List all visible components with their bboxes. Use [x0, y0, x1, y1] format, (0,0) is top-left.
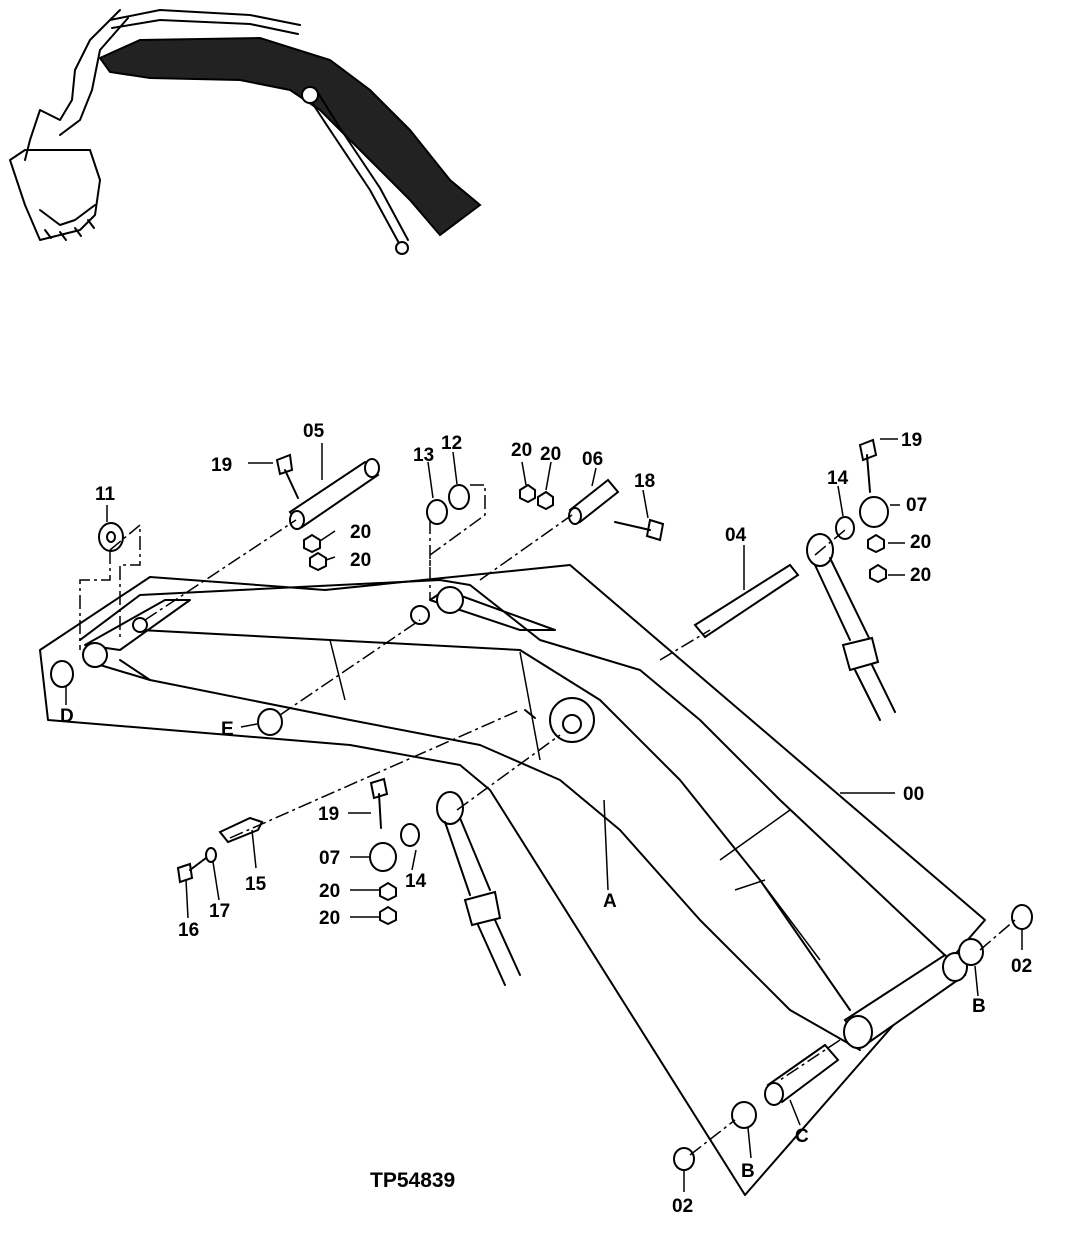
bushing-Bb	[731, 1101, 757, 1129]
label-20: 20	[350, 550, 371, 571]
boom-cylinder-left	[436, 791, 521, 986]
label-D: D	[60, 706, 74, 727]
label-07: 07	[906, 495, 927, 516]
washer-02b	[673, 1147, 695, 1171]
bolt-18	[645, 518, 665, 542]
excavator-overview-inset	[9, 9, 482, 255]
label-20: 20	[910, 532, 931, 553]
washer-17	[205, 847, 217, 863]
label-11: 11	[95, 484, 116, 505]
label-02: 02	[1011, 956, 1032, 977]
washer-14b	[400, 823, 420, 847]
label-B: B	[972, 996, 986, 1017]
bolt-19c	[369, 777, 389, 800]
nut-20c	[519, 483, 536, 504]
label-E: E	[221, 719, 234, 740]
label-00: 00	[903, 784, 924, 805]
label-17: 17	[209, 901, 230, 922]
bolt-19b	[858, 438, 878, 462]
nut-20h	[379, 905, 397, 926]
label-04: 04	[725, 525, 747, 546]
bushing-E	[257, 708, 283, 736]
bushing-Ba	[958, 938, 984, 966]
label-20: 20	[319, 908, 340, 929]
spacer-07b	[369, 842, 397, 872]
label-19: 19	[318, 804, 339, 825]
nut-20b	[309, 551, 327, 572]
bushing-D	[50, 660, 74, 688]
nut-20d	[537, 490, 554, 511]
spacer-07a	[859, 496, 889, 528]
washer-13	[426, 499, 448, 525]
boom-assembly	[39, 564, 986, 1196]
nut-20e	[867, 533, 885, 554]
label-14: 14	[827, 468, 849, 489]
label-20: 20	[511, 440, 532, 461]
label-07: 07	[319, 848, 340, 869]
label-19: 19	[211, 455, 232, 476]
boom-cylinder-right	[806, 533, 896, 721]
label-13: 13	[413, 445, 434, 466]
hardware-parts	[50, 438, 1033, 1171]
nut-20f	[869, 563, 887, 584]
boom-outline	[39, 564, 986, 1196]
label-20: 20	[540, 444, 561, 465]
washer-12	[448, 484, 470, 510]
label-18: 18	[634, 471, 655, 492]
label-05: 05	[303, 421, 325, 442]
screw-16	[176, 862, 194, 884]
label-20: 20	[319, 881, 340, 902]
label-16: 16	[178, 920, 199, 941]
leader-lines	[65, 438, 1023, 1192]
label-15: 15	[245, 874, 267, 895]
label-19: 19	[901, 430, 922, 451]
pin-04	[693, 563, 800, 639]
bolt-19a	[275, 453, 294, 476]
label-20: 20	[350, 522, 371, 543]
nut-20a	[303, 533, 321, 554]
label-20: 20	[910, 565, 931, 586]
label-A: A	[603, 891, 617, 912]
label-12: 12	[441, 433, 462, 454]
label-B: B	[741, 1161, 755, 1182]
clip-15	[218, 816, 264, 844]
part-labels: 05 19 11 20 20 13 12 20 20 06 18 04 14 1…	[60, 421, 1032, 1217]
label-14: 14	[405, 871, 427, 892]
nut-20g	[379, 881, 397, 902]
washer-02a	[1011, 904, 1033, 930]
label-C: C	[795, 1126, 809, 1147]
label-06: 06	[582, 449, 603, 470]
boom-highlight	[98, 36, 482, 237]
label-02: 02	[672, 1196, 693, 1217]
figure-code: TP54839	[370, 1169, 455, 1192]
